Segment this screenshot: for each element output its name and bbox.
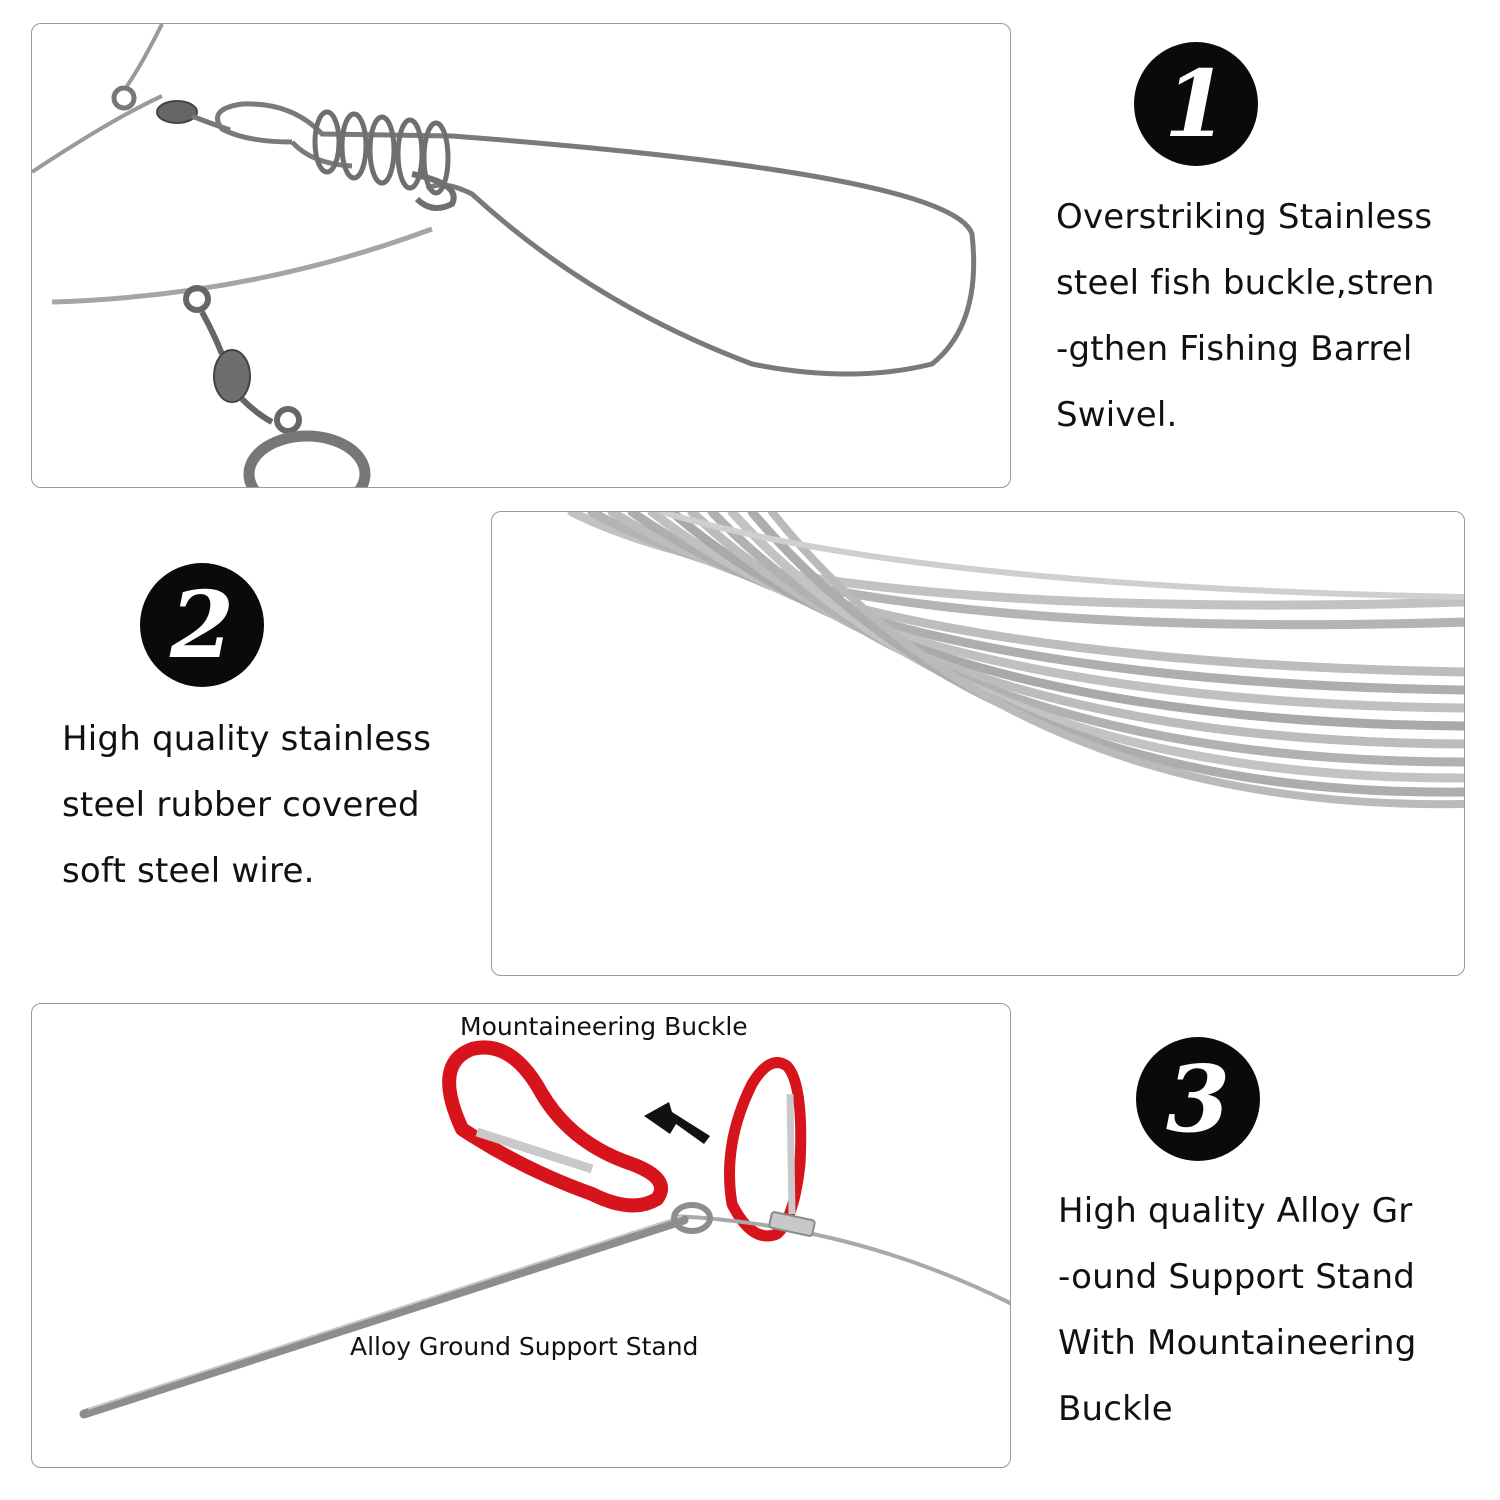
mountaineering-buckle-caption: Mountaineering Buckle [460, 1012, 748, 1041]
description-line: -ound Support Stand [1058, 1257, 1416, 1297]
step-number-1-badge: 1 [1134, 42, 1258, 166]
step-number-2-badge: 2 [140, 563, 264, 687]
description-line: soft steel wire. [62, 851, 315, 891]
support-stand-photo: Mountaineering Buckle Alloy Ground Suppo… [31, 1003, 1011, 1468]
step-number-3-badge: 3 [1136, 1037, 1260, 1161]
description-line: High quality Alloy Gr [1058, 1191, 1413, 1231]
fish-buckle-illustration [32, 24, 977, 487]
description-line: -gthen Fishing Barrel [1056, 329, 1413, 369]
coiled-wire-photo [491, 511, 1465, 976]
description-line: steel rubber covered [62, 785, 420, 825]
support-stand-caption: Alloy Ground Support Stand [350, 1332, 699, 1361]
step-1-description: Overstriking Stainless steel fish buckle… [1056, 184, 1435, 448]
description-line: steel fish buckle,stren [1056, 263, 1435, 303]
description-line: Swivel. [1056, 395, 1178, 435]
step-3-description: High quality Alloy Gr -ound Support Stan… [1058, 1178, 1417, 1442]
description-line: Buckle [1058, 1389, 1173, 1429]
step-2-description: High quality stainless steel rubber cove… [62, 706, 431, 904]
fish-buckle-photo [31, 23, 1011, 488]
description-line: Overstriking Stainless [1056, 197, 1433, 237]
support-stand-illustration [79, 1040, 1010, 1419]
description-line: High quality stainless [62, 719, 432, 759]
description-line: With Mountaineering [1058, 1323, 1417, 1363]
coiled-wire-illustration [567, 512, 1464, 809]
